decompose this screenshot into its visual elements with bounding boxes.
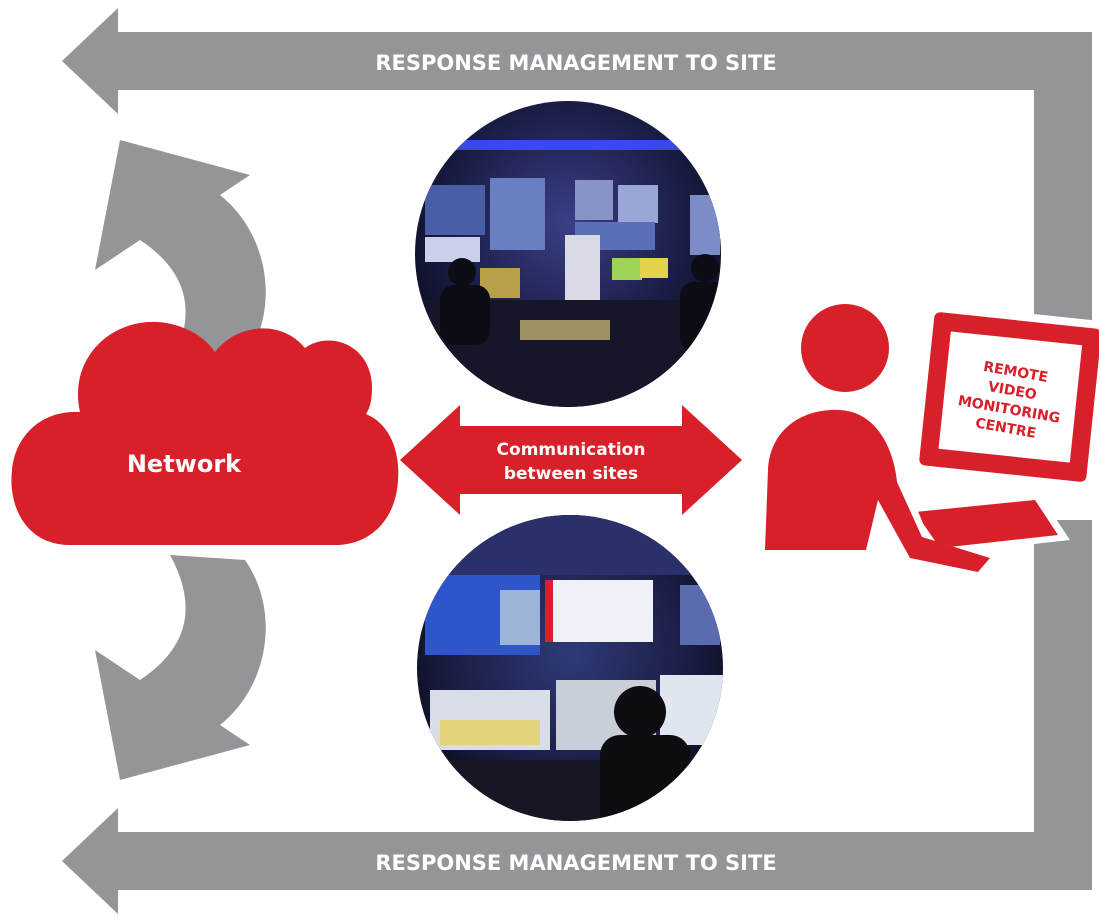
network-cloud: Network [11,321,399,545]
top-arrow-icon [62,8,1092,322]
monitoring-centre: REMOTE VIDEO MONITORING CENTRE [758,296,1099,580]
bottom-banner-label: RESPONSE MANAGEMENT TO SITE [375,851,776,875]
cloud-icon [11,321,399,545]
operator-at-monitor-icon [758,296,1099,580]
curved-arrow-down-icon [95,555,266,780]
communication-arrow: Communication between sites [400,405,742,515]
control-room-photo-bottom [417,515,723,821]
control-room-photo-top [415,101,721,407]
communication-line1: Communication [497,440,646,460]
network-label: Network [127,450,242,478]
bottom-arrow-icon [62,520,1092,914]
top-banner-label: RESPONSE MANAGEMENT TO SITE [375,51,776,75]
double-arrow-icon [400,405,742,515]
response-loop-frame [62,8,1092,914]
communication-line2: between sites [504,464,638,484]
curved-arrow-up-icon [95,140,266,365]
